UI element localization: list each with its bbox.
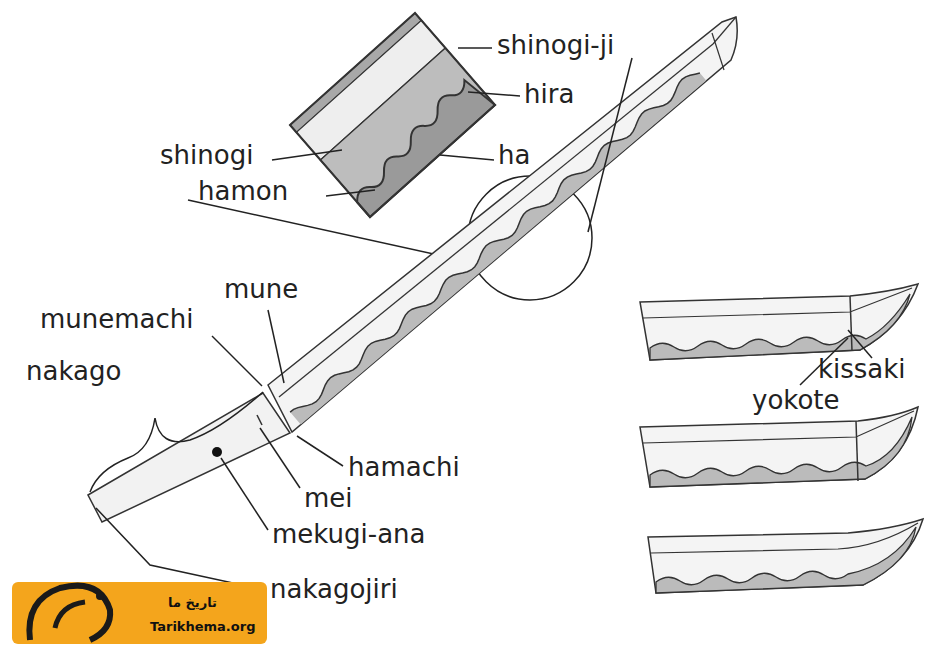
part-label: yokote — [752, 386, 840, 416]
part-label: shinogi — [160, 141, 253, 171]
watermark-badge — [12, 582, 267, 644]
part-label: ha — [498, 141, 530, 171]
part-label: mekugi-ana — [272, 520, 426, 550]
part-label: hamachi — [348, 453, 460, 483]
watermark-text: Tarikhema.org — [150, 620, 255, 634]
peg-hole — [212, 447, 222, 457]
leader-line — [188, 200, 470, 262]
watermark-text: تاریخ ما — [168, 596, 217, 610]
part-label: hamon — [198, 177, 288, 207]
blade-edge-region — [290, 73, 706, 425]
tip-variant — [640, 407, 918, 487]
part-label: shinogi-ji — [497, 31, 614, 61]
blade — [268, 17, 737, 432]
part-label: munemachi — [40, 305, 194, 335]
tang — [88, 393, 290, 522]
yokote-line — [712, 33, 724, 70]
part-label: mune — [224, 275, 298, 305]
tip-ridge — [713, 17, 736, 44]
leader-lines — [90, 48, 872, 590]
part-label: nakago — [26, 357, 121, 387]
part-label: mei — [304, 484, 353, 514]
part-label: kissaki — [818, 355, 906, 385]
tip-variant — [640, 284, 918, 360]
hamon-line — [290, 73, 700, 412]
tip-variant — [648, 519, 923, 593]
signature-mark — [257, 415, 262, 425]
part-label: hira — [524, 80, 574, 110]
blade-inset — [290, 13, 495, 217]
part-label: nakagojiri — [270, 575, 398, 605]
